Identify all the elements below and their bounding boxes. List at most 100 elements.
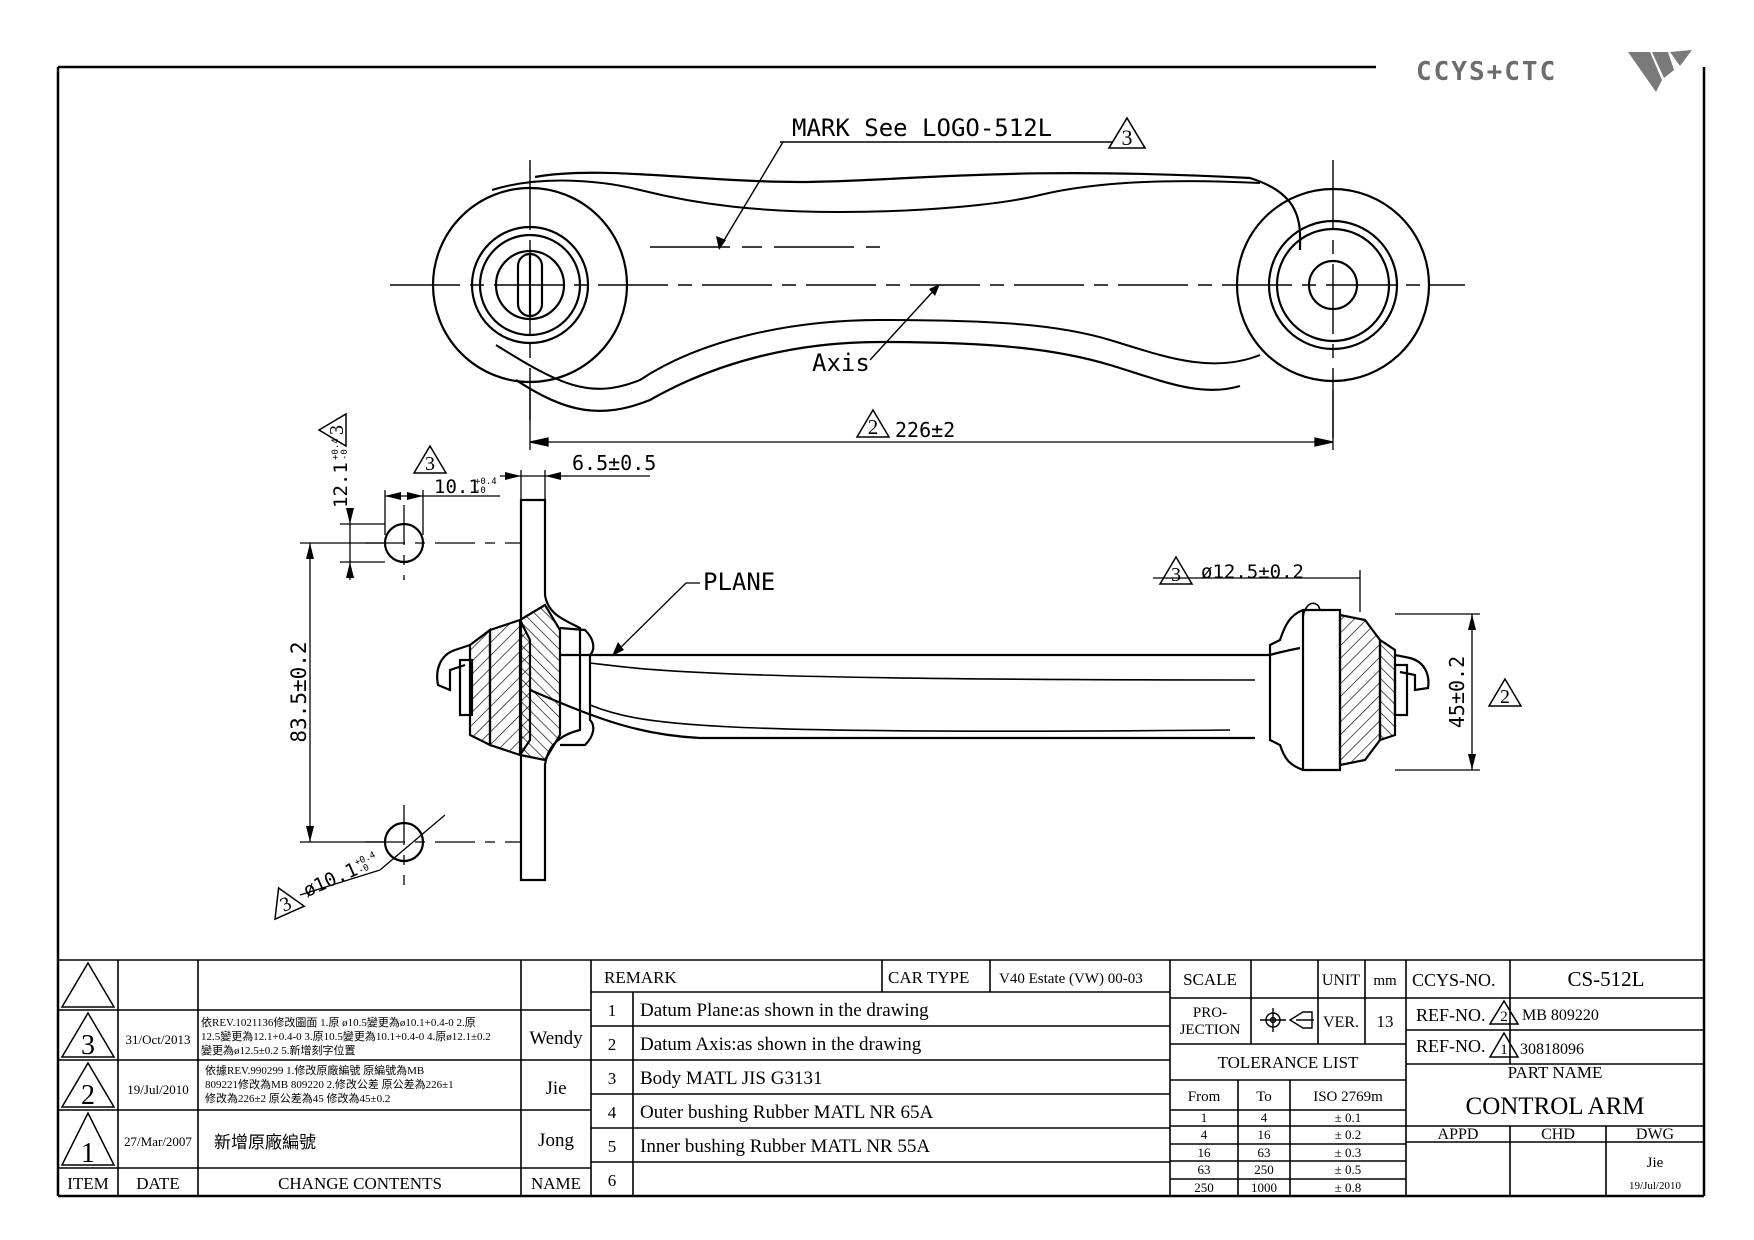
svg-text:MB 809220: MB 809220 [1522,1007,1599,1024]
svg-text:Jie: Jie [545,1078,566,1099]
svg-text:REF-NO.: REF-NO. [1416,1005,1486,1025]
mark-note: MARK See LOGO-512L [792,114,1052,142]
svg-text:± 0.1: ± 0.1 [1335,1110,1362,1125]
svg-text:Datum Axis:as shown in the dra: Datum Axis:as shown in the drawing [640,1034,922,1055]
svg-text:27/Mar/2007: 27/Mar/2007 [124,1134,192,1149]
svg-text:DATE: DATE [136,1174,179,1193]
svg-text:4: 4 [608,1103,617,1122]
svg-text:VER.: VER. [1323,1014,1359,1031]
svg-text:DWG: DWG [1636,1126,1675,1143]
bracket-plate [519,498,582,882]
svg-text:30818096: 30818096 [1520,1041,1584,1058]
svg-text:Jie: Jie [1647,1155,1664,1171]
slot-h-tol-plus: +0.4 [331,438,341,460]
part-name: CONTROL ARM [1466,1093,1645,1120]
svg-text:31/Oct/2013: 31/Oct/2013 [126,1032,191,1047]
svg-text:250: 250 [1254,1162,1274,1177]
plane-label: PLANE [703,568,775,596]
right-bushing [1301,608,1342,772]
bush-dia-dim-text: ø12.5±0.2 [1201,561,1304,583]
hole-dia-dim-text: ø10.1 [300,859,361,902]
svg-text:PRO-: PRO- [1193,1005,1227,1021]
arm-outline [534,171,1302,251]
svg-text:63: 63 [1198,1162,1211,1177]
svg-text:19/Jul/2010: 19/Jul/2010 [127,1082,188,1097]
svg-text:1: 1 [1201,1110,1208,1125]
svg-text:mm: mm [1373,973,1397,989]
brand-emblem-icon [1628,50,1692,92]
revision-row-3: 3 31/Oct/2013 依REV.1021136修改圖面 1.原 ø10.5… [81,1015,583,1061]
rev-triangle-slot-w: 3 [412,444,448,475]
side-dim-arrowheads [306,472,1476,842]
axis-label: Axis [812,349,870,377]
slot-h-dim-text: 12.1 [330,462,352,508]
top-view [390,141,1465,440]
left-bushing-cap [436,643,471,692]
svg-text:CCYS-NO.: CCYS-NO. [1412,970,1496,990]
svg-text:From: From [1188,1089,1221,1105]
svg-text:CHANGE CONTENTS: CHANGE CONTENTS [278,1174,442,1193]
svg-text:APPD: APPD [1438,1126,1479,1143]
slot-w-dim-text: 10.1 [434,476,480,498]
spec-block: SCALE UNIT mm PRO- JECTION VER. 13 TOLER… [1180,970,1397,1195]
svg-text:250: 250 [1194,1180,1214,1195]
svg-text:16: 16 [1198,1145,1212,1160]
svg-text:13: 13 [1377,1012,1394,1031]
svg-text:± 0.2: ± 0.2 [1335,1127,1362,1142]
projection-symbol-icon [1260,1008,1314,1032]
svg-text:2: 2 [81,1080,95,1111]
svg-text:REMARK: REMARK [604,968,677,987]
mark-arrowhead [716,236,726,250]
hole-rev-tag: 3 [277,892,295,916]
svg-text:1000: 1000 [1251,1180,1277,1195]
revision-row-2: 2 19/Jul/2010 依據REV.990299 1.修改原廠編號 原編號為… [81,1063,567,1111]
slot-w-tol-minus: -0 [475,486,486,496]
svg-text:UNIT: UNIT [1322,972,1360,989]
svg-text:16: 16 [1258,1127,1272,1142]
svg-text:3: 3 [608,1069,617,1088]
svg-text:Jong: Jong [538,1130,574,1151]
length-dim-text: 226±2 [895,418,955,442]
bush-h-dim-group: 45±0.2 [1445,656,1469,728]
remark-table: REMARK CAR TYPE V40 Estate (VW) 00-03 1 … [604,968,1143,1190]
ccys-number: CS-512L [1567,967,1644,991]
svg-text:± 0.8: ± 0.8 [1335,1180,1362,1195]
title-block: CCYS-NO. CS-512L REF-NO. 2 MB 809220 REF… [1412,967,1681,1192]
sheet-frame [56,65,1706,1198]
svg-text:2: 2 [1500,1009,1508,1025]
bush-h-dim-text: 45±0.2 [1445,656,1469,728]
svg-text:Outer bushing Rubber MATL NR 6: Outer bushing Rubber MATL NR 65A [640,1102,934,1123]
svg-text:新增原廠編號: 新增原廠編號 [214,1132,316,1152]
offset-dim-text: 6.5±0.5 [572,451,656,475]
side-view [383,498,1430,882]
rev-triangle-bush-dia: 3 [1158,555,1194,586]
svg-text:3: 3 [425,453,435,475]
svg-text:Datum Plane:as shown in the dr: Datum Plane:as shown in the drawing [640,1000,929,1021]
svg-text:809221修改為MB 809220 2.修改公差 原公差為: 809221修改為MB 809220 2.修改公差 原公差為226±1 [205,1077,454,1091]
slot-h-dim-group: 12.1 +0.4 -0 [330,438,352,508]
svg-text:± 0.5: ± 0.5 [1335,1162,1362,1177]
svg-text:6: 6 [608,1171,617,1190]
svg-text:4: 4 [1201,1127,1208,1142]
brand-logo: CCYS+CTC [1416,50,1692,92]
side-arm-body [560,646,1301,657]
svg-text:V40 Estate (VW) 00-03: V40 Estate (VW) 00-03 [999,971,1143,987]
rev-triangle-mark: 3 [1107,116,1147,150]
revision-header: ITEM DATE CHANGE CONTENTS NAME [67,1174,581,1193]
svg-text:5: 5 [608,1137,617,1156]
svg-text:3: 3 [326,425,348,435]
svg-text:ISO 2769m: ISO 2769m [1313,1089,1383,1105]
svg-text:CHD: CHD [1541,1126,1575,1143]
svg-text:修改為226±2 原公差為45 修改為45±0.2: 修改為226±2 原公差為45 修改為45±0.2 [205,1091,390,1105]
svg-text:2: 2 [1500,686,1510,708]
svg-text:Inner bushing Rubber MATL NR 5: Inner bushing Rubber MATL NR 55A [640,1136,930,1157]
svg-text:Body MATL JIS G3131: Body MATL JIS G3131 [640,1068,822,1089]
hole-dia-dim-group: 3 ø10.1 +0.4 -0 [274,850,377,921]
svg-text:3: 3 [1171,564,1181,586]
svg-text:TOLERANCE LIST: TOLERANCE LIST [1218,1053,1359,1072]
svg-text:依REV.1021136修改圖面 1.原 ø10.5變更為ø: 依REV.1021136修改圖面 1.原 ø10.5變更為ø10.1+0.4-0… [201,1015,476,1029]
hole-tol-minus: -0 [357,863,371,877]
side-centerlines [365,505,520,885]
svg-text:4: 4 [1261,1110,1268,1125]
